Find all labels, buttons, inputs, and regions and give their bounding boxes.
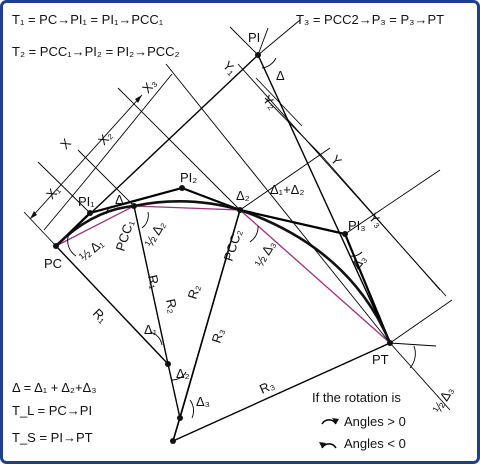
radius-line-r3b [172,209,241,442]
dim-x [29,94,143,220]
angle-arc-delta1 [149,331,163,346]
label-delta2: Δ₂ [176,366,190,381]
formula-delta: Δ = Δ₁ + Δ₂+Δ₃ [12,380,97,395]
formula-ts: T_S = PI→PT [12,430,93,445]
label-delta2-top: Δ₂ [236,188,250,203]
angle-arc-pt [409,345,416,369]
radius-line-r1a [55,245,169,365]
label-delta-pi1: Δ [115,192,124,207]
dim-x3 [127,73,173,129]
dim-y3 [321,155,441,291]
radius-line-r1b [133,205,169,365]
legend-positive: Angles > 0 [344,414,406,429]
label-pt: PT [372,352,389,367]
label-r2b: R₂ [185,283,204,301]
label-r3a: R₃ [209,326,228,345]
sub-tangent-polygon [55,186,392,344]
angle-arc-half2 [141,211,149,229]
formula-tl: T_L = PC→PI [12,403,92,418]
legend-negative: Angles < 0 [344,436,406,451]
pi2-point [179,185,185,191]
label-pi2: PI₂ [180,170,197,185]
ext-line-pt-x [165,63,391,344]
ext-line-pcc2 [117,87,241,211]
tangent-extension [257,27,269,56]
pt-point [387,340,393,346]
angle-arc-pi1 [105,205,113,215]
label-pc: PC [44,256,62,271]
ext-line-pc [23,211,57,247]
dim-y2 [264,97,323,157]
curve-arc-1 [55,204,135,247]
formula-t2: T₂ = PCC₁→PI₂ = PI₂→PCC₂ [12,44,180,59]
label-r3b: R₃ [257,377,277,397]
formula-t3: T₃ = PCC2→P₃ = P₃→PT [296,12,444,27]
chord-line [55,205,391,344]
ext-y-top [257,19,301,56]
ext-y-pt [389,299,453,344]
label-delta1-plus-2: Δ₁+Δ₂ [270,182,304,197]
label-delta3: Δ₃ [196,394,210,409]
angle-arc-delta3 [189,399,194,419]
label-pi: PI [248,30,260,45]
label-r2a: R₂ [163,298,181,315]
dim-x1 [43,181,85,231]
angle-arc-half1 [67,231,77,257]
legend-title: If the rotation is [312,390,401,405]
angle-arc-delta [261,57,277,69]
label-delta: Δ [276,68,285,83]
center-2 [177,415,183,421]
arrowhead [332,418,339,424]
ext-line-pcc1 [77,149,135,207]
rotate-cw-icon [321,419,337,425]
pcc1-point [131,203,137,209]
curve-arc-3 [239,208,392,344]
angle-arc-half3 [249,225,259,243]
arrow [30,211,37,219]
label-r1b: R₁ [145,274,163,291]
ext-y-pi3 [344,169,441,235]
angle-arc-delta2 [171,371,187,381]
pi3-point [342,231,348,237]
arrowhead [319,442,326,448]
pt-tangent-ext [389,342,437,347]
radius-line-r3c [172,342,391,442]
pc-point [53,243,59,249]
pt-extension [389,342,451,411]
center-3 [170,438,176,444]
ext-y-pcc2 [239,147,331,211]
pcc2-point [237,207,243,213]
formula-t1: T₁ = PC→PI₁ = PI₁→PCC₁ [12,12,164,27]
pi1-point [87,210,93,216]
arrow [135,95,142,103]
pi-point [255,52,261,58]
label-delta1: Δ₁ [144,322,158,337]
curve-arc-2 [133,200,241,212]
center-1 [165,361,171,367]
ext-line-pi [229,26,259,56]
ext-line-pi1 [37,161,91,214]
radius-line-r2a [167,363,181,419]
dim-x2 [83,127,129,183]
label-pi1: PI₁ [78,194,95,209]
dim-y1 [255,77,303,127]
angle-arc-pi3 [349,251,363,257]
label-pi3: PI₃ [348,218,366,233]
